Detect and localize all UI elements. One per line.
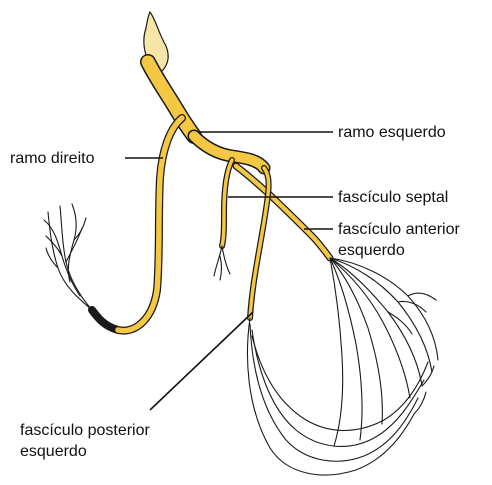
label-left-anterior-fascicle-line2: esquerdo [338,240,460,261]
left-posterior-fascicle [250,168,269,318]
label-right-bundle: ramo direito [10,148,94,169]
label-left-posterior-fascicle-line1: fascículo posterior [20,420,150,441]
label-left-bundle: ramo esquerdo [338,122,446,143]
label-left-anterior-fascicle-line1: fascículo anterior [338,219,460,240]
label-left-posterior-fascicle: fascículo posterior esquerdo [20,420,150,462]
label-septal-fascicle: fascículo septal [338,187,448,208]
left-anterior-fascicle [236,166,330,258]
label-left-posterior-fascicle-line2: esquerdo [20,441,150,462]
purkinje-network [247,258,438,475]
septal-fascicle [214,160,232,280]
leader-posterior-fascicle [150,312,253,410]
his-bundle [144,12,194,136]
label-left-anterior-fascicle: fascículo anterior esquerdo [338,219,460,261]
